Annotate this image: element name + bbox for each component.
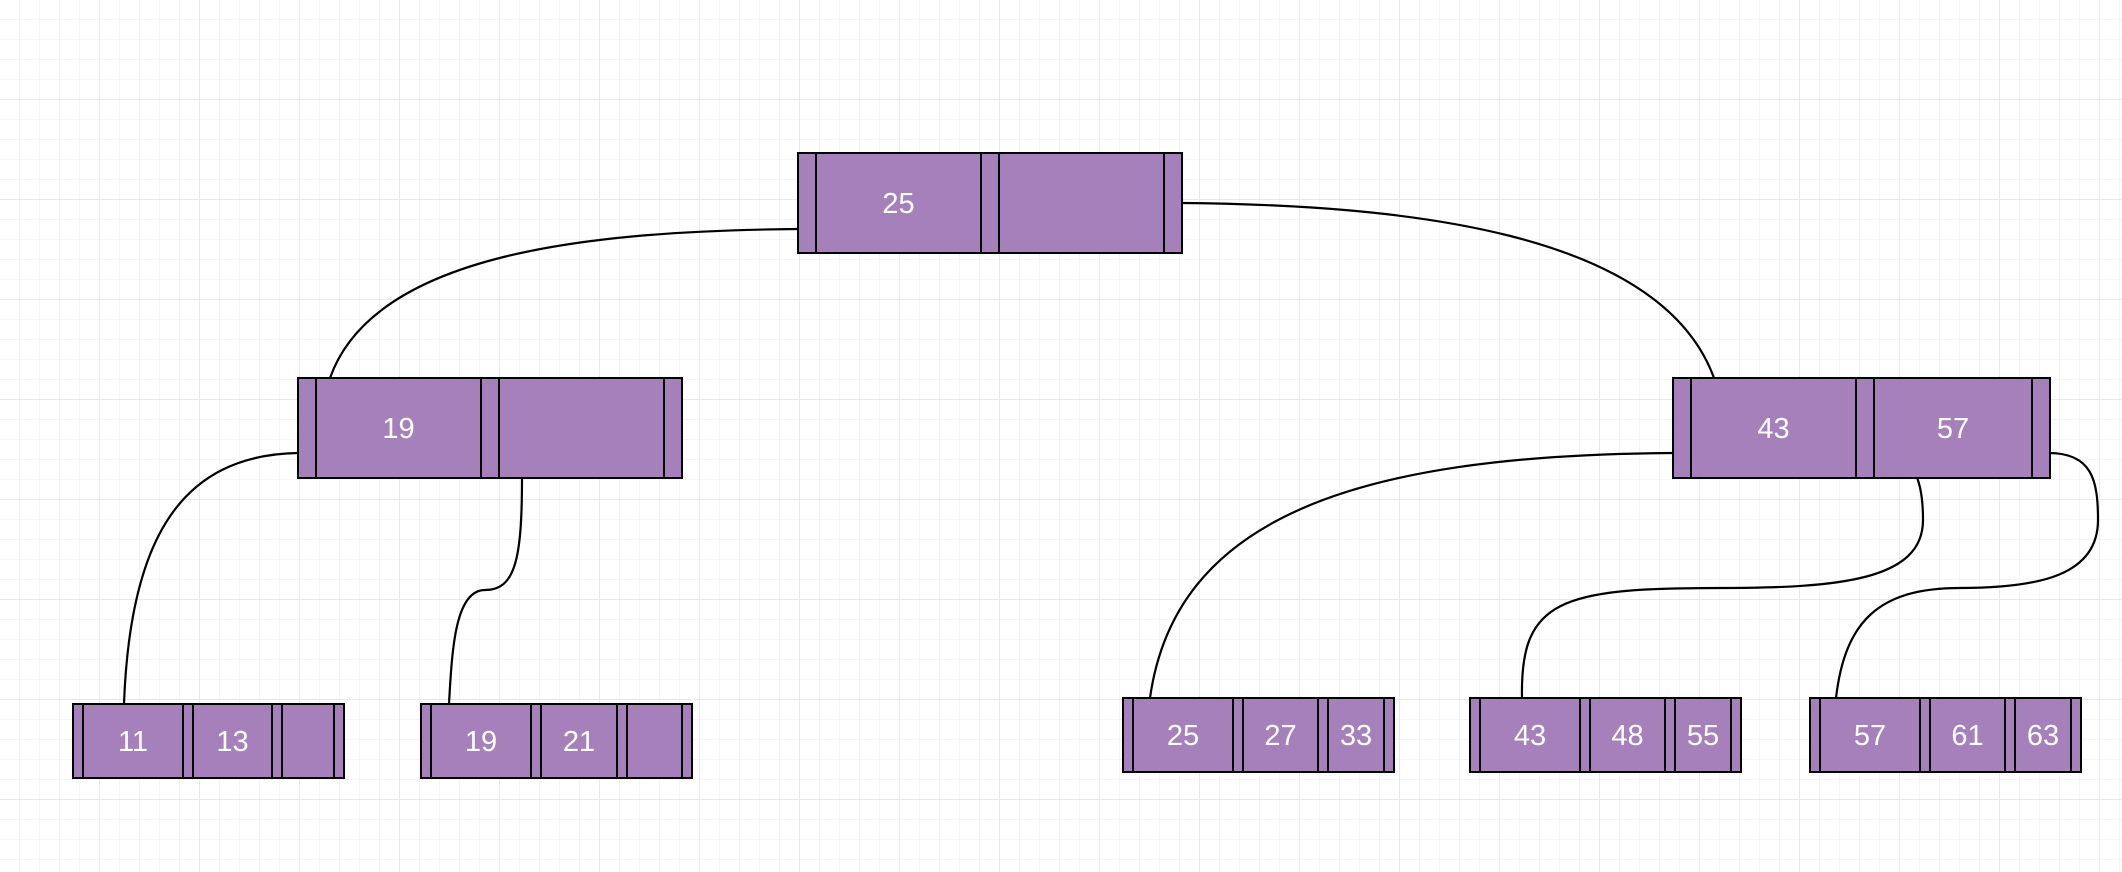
key-cell — [1327, 697, 1385, 773]
key-label: 43 — [1514, 720, 1546, 752]
key-label: 48 — [1611, 720, 1643, 752]
key-cell — [1674, 697, 1732, 773]
key-cell — [281, 703, 335, 779]
pointer-slot — [663, 377, 683, 479]
key-cell — [998, 152, 1165, 254]
pointer-slot — [2004, 697, 2016, 773]
key-cell — [315, 377, 482, 479]
key-cell — [82, 703, 184, 779]
key-cell — [1819, 697, 1921, 773]
key-cell — [626, 703, 683, 779]
key-label: 11 — [118, 726, 148, 758]
edge-node-19-to-leaf-19-21 — [447, 477, 524, 705]
pointer-slot — [182, 703, 194, 779]
key-label: 33 — [1340, 720, 1372, 752]
key-cell — [1690, 377, 1857, 479]
key-label: 55 — [1687, 720, 1719, 752]
key-cell — [815, 152, 982, 254]
pointer-slot — [1809, 697, 1821, 773]
edge-node-43-57-to-leaf-43-48-55 — [1520, 451, 1925, 699]
pointer-slot — [1232, 697, 1244, 773]
pointer-slot — [271, 703, 283, 779]
pointer-slot — [616, 703, 628, 779]
leaf-57-61-63: 57 61 63 — [1809, 697, 2082, 773]
edge-node-19-to-leaf-11-13 — [122, 451, 299, 705]
node-43-57: 43 57 — [1672, 377, 2051, 479]
pointer-slot — [1919, 697, 1931, 773]
key-label: 19 — [465, 726, 497, 758]
pointer-slot — [1664, 697, 1676, 773]
key-label: 63 — [2027, 720, 2059, 752]
node-root: 25 — [797, 152, 1183, 254]
pointer-slot — [1672, 377, 1692, 479]
key-cell — [1242, 697, 1319, 773]
pointer-slot — [1469, 697, 1481, 773]
key-label: 13 — [216, 726, 248, 758]
pointer-slot — [1383, 697, 1395, 773]
key-label: 61 — [1951, 720, 1983, 752]
tree-edges — [122, 201, 2100, 705]
pointer-slot — [681, 703, 693, 779]
pointer-slot — [1317, 697, 1329, 773]
key-cell — [2014, 697, 2072, 773]
pointer-slot — [1855, 377, 1875, 479]
leaf-25-27-33: 25 27 33 — [1122, 697, 1395, 773]
edge-node-43-57-to-leaf-25-27-33 — [1148, 451, 1674, 699]
edge-root-to-node-43-57 — [1180, 201, 1716, 379]
pointer-slot — [1163, 152, 1183, 254]
pointer-slot — [530, 703, 542, 779]
pointer-slot — [480, 377, 500, 479]
pointer-slot — [2070, 697, 2082, 773]
key-label: 25 — [882, 188, 914, 220]
key-cell — [1589, 697, 1666, 773]
key-cell — [540, 703, 618, 779]
key-label: 25 — [1167, 720, 1199, 752]
key-cell — [498, 377, 665, 479]
pointer-slot — [72, 703, 84, 779]
pointer-slot — [1122, 697, 1134, 773]
key-label: 57 — [1937, 413, 1969, 445]
key-label: 21 — [563, 726, 595, 758]
key-cell — [1479, 697, 1581, 773]
pointer-slot — [297, 377, 317, 479]
leaf-43-48-55: 43 48 55 — [1469, 697, 1742, 773]
pointer-slot — [333, 703, 345, 779]
key-cell — [1929, 697, 2006, 773]
node-19: 19 — [297, 377, 683, 479]
pointer-slot — [1579, 697, 1591, 773]
edge-root-to-node-19 — [328, 227, 799, 379]
key-label: 27 — [1264, 720, 1296, 752]
pointer-slot — [1730, 697, 1742, 773]
pointer-slot — [797, 152, 817, 254]
edge-node-43-57-to-leaf-57-61-63 — [1834, 451, 2100, 699]
pointer-slot — [980, 152, 1000, 254]
key-label: 57 — [1854, 720, 1886, 752]
key-label: 43 — [1757, 413, 1789, 445]
leaf-11-13: 11 13 — [72, 703, 345, 779]
key-label: 19 — [382, 413, 414, 445]
pointer-slot — [2031, 377, 2051, 479]
pointer-slot — [420, 703, 432, 779]
